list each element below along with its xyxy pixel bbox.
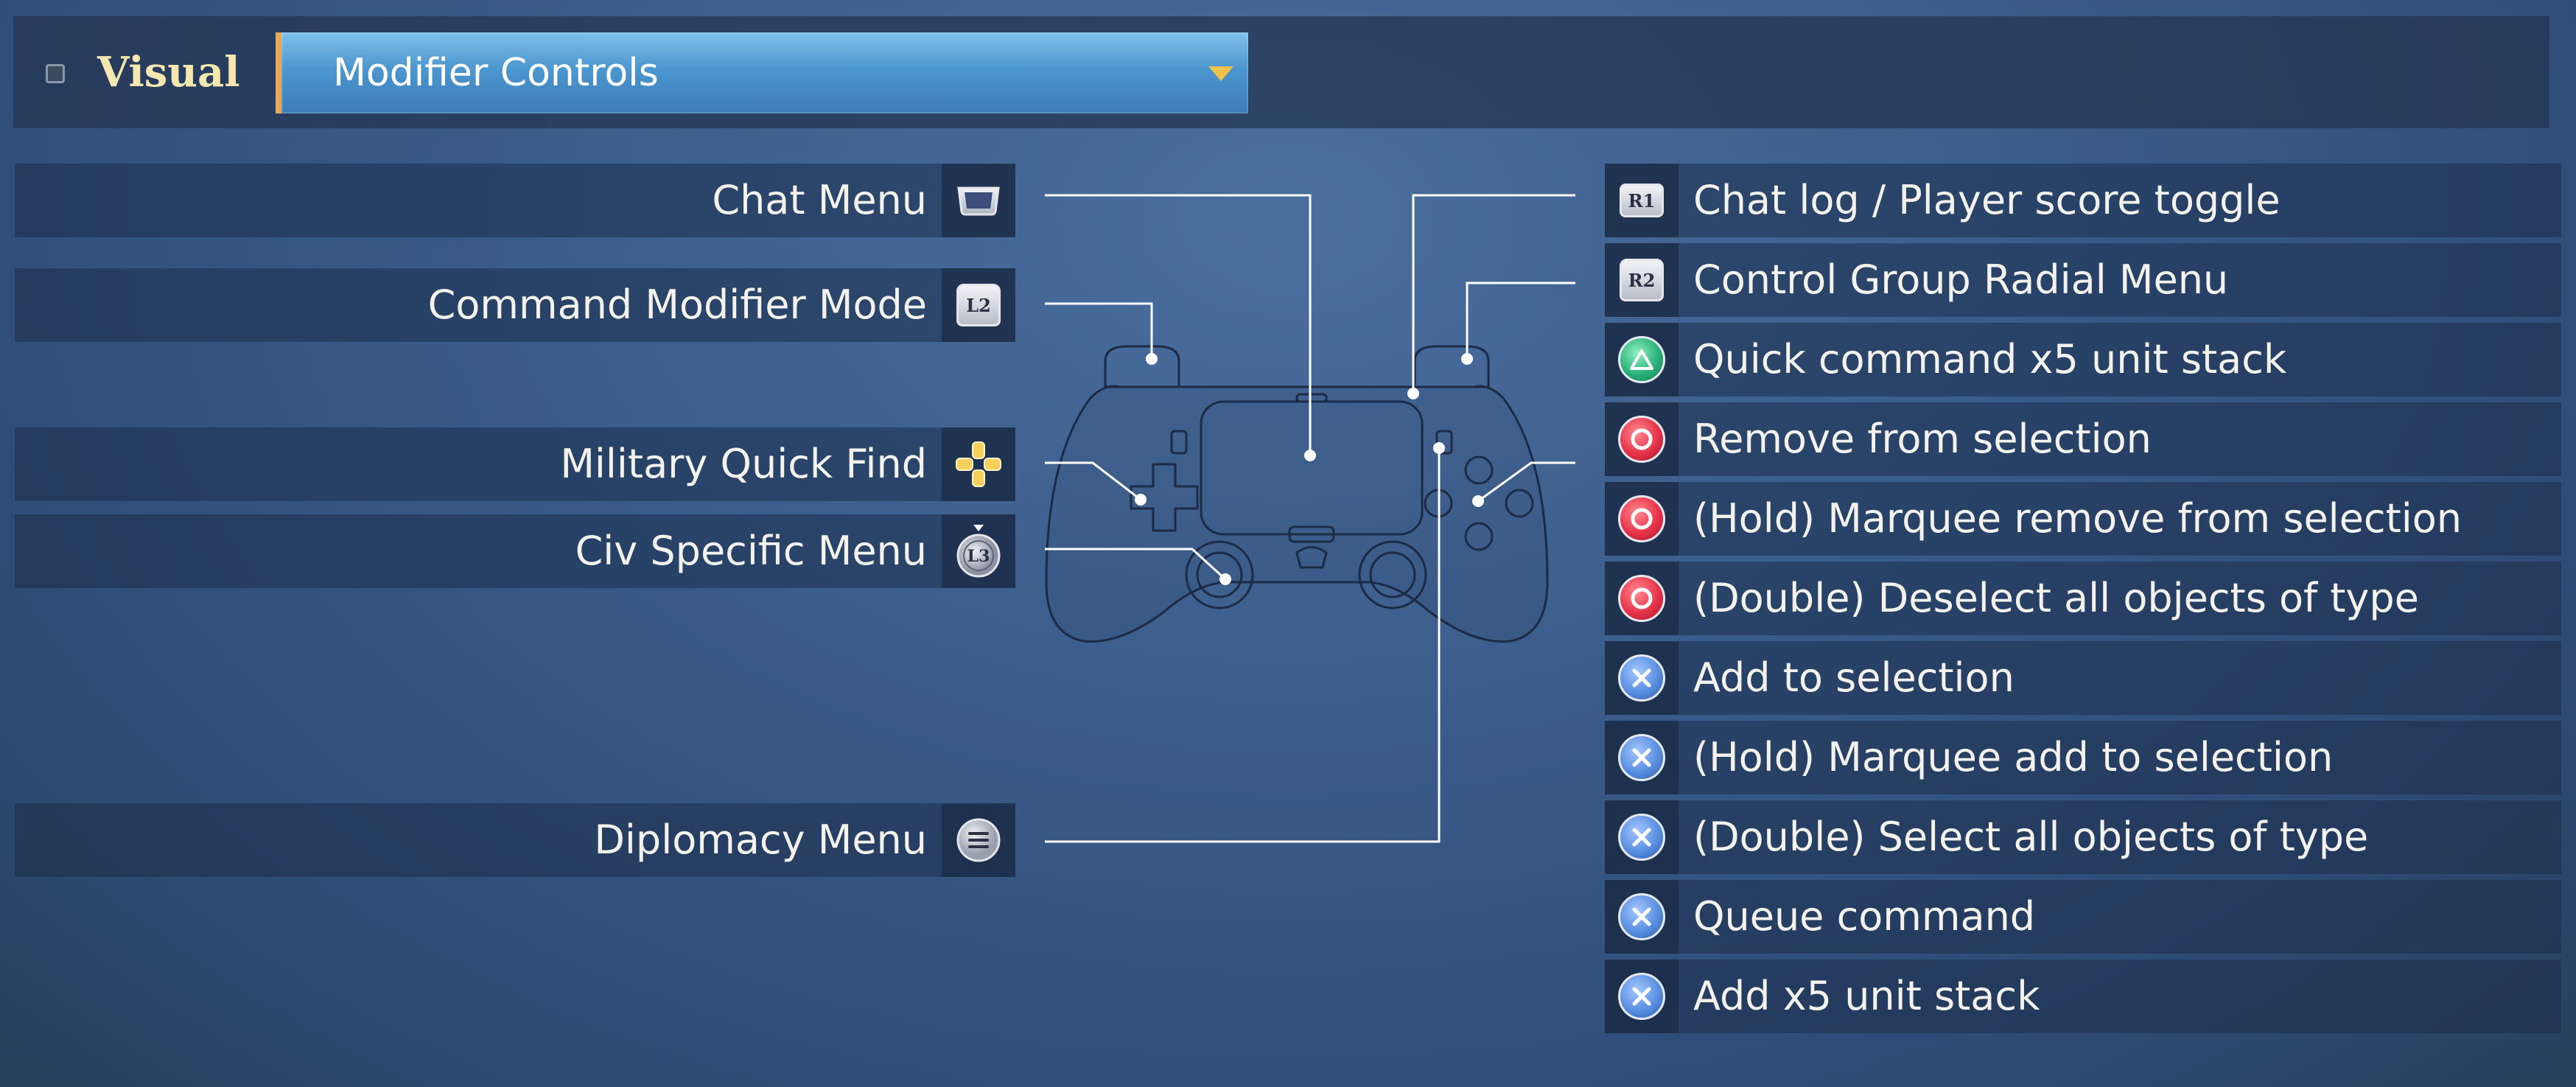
circle-icon [1618, 495, 1665, 542]
r1-glyph: R1 [1620, 184, 1664, 217]
binding-row-add-selection: Add to selection [1605, 641, 2561, 715]
binding-label: (Hold) Marquee add to selection [1693, 734, 2334, 780]
r1-icon: R1 [1605, 164, 1679, 237]
binding-label: Remove from selection [1693, 416, 2152, 462]
binding-label: Military Quick Find [560, 441, 927, 487]
gamepad-outline-icon [1045, 345, 1549, 643]
leader-lines [1045, 194, 1575, 843]
binding-row-quick-command: Quick command x5 unit stack [1605, 323, 2561, 396]
binding-row-queue-command: Queue command [1605, 880, 2561, 954]
circle-icon [1618, 416, 1665, 463]
binding-label: Quick command x5 unit stack [1693, 336, 2287, 382]
binding-row-add-x5-stack: Add x5 unit stack [1605, 960, 2561, 1033]
cross-icon [1618, 973, 1665, 1020]
control-scheme-dropdown[interactable]: Modifier Controls [276, 32, 1248, 113]
binding-label: (Double) Select all objects of type [1693, 814, 2369, 860]
r2-icon: R2 [1605, 243, 1679, 317]
chevron-down-icon[interactable] [1208, 66, 1233, 81]
binding-row-deselect-type: (Double) Deselect all objects of type [1605, 562, 2561, 635]
binding-label: Chat log / Player score toggle [1693, 177, 2281, 223]
binding-label: (Hold) Marquee remove from selection [1693, 495, 2463, 542]
binding-label: (Double) Deselect all objects of type [1693, 575, 2419, 621]
binding-label: Diplomacy Menu [594, 817, 927, 863]
touchpad-icon [942, 164, 1015, 237]
binding-label: Civ Specific Menu [575, 528, 927, 574]
binding-label: Chat Menu [712, 177, 927, 223]
cross-icon [1618, 814, 1665, 861]
binding-label: Add to selection [1693, 654, 2015, 701]
triangle-icon [1618, 336, 1665, 383]
cross-icon [1618, 734, 1665, 781]
dropdown-selected-value: Modifier Controls [333, 51, 659, 95]
options-icon [942, 803, 1015, 877]
binding-row-control-group-radial: R2 Control Group Radial Menu [1605, 243, 2561, 317]
l3-glyph: L3 [967, 547, 990, 566]
l2-icon: L2 [942, 268, 1015, 342]
binding-label: Control Group Radial Menu [1693, 256, 2229, 303]
binding-row-chat-log: R1 Chat log / Player score toggle [1605, 164, 2561, 237]
binding-row-remove-selection: Remove from selection [1605, 402, 2561, 476]
r2-glyph: R2 [1620, 259, 1664, 301]
binding-label: Queue command [1693, 893, 2036, 940]
binding-label: Command Modifier Mode [427, 282, 927, 328]
binding-row-chat-menu: Chat Menu [15, 164, 1015, 237]
dpad-icon [942, 427, 1015, 501]
section-bullet-icon [46, 64, 65, 83]
binding-row-select-type: (Double) Select all objects of type [1605, 800, 2561, 874]
binding-row-marquee-remove: (Hold) Marquee remove from selection [1605, 482, 2561, 556]
l3-icon: L3 [942, 514, 1015, 588]
binding-row-command-modifier: Command Modifier Mode L2 [15, 268, 1015, 342]
section-label: Visual [97, 48, 240, 97]
l2-glyph: L2 [956, 284, 1001, 326]
binding-label: Add x5 unit stack [1693, 973, 2040, 1019]
binding-row-marquee-add: (Hold) Marquee add to selection [1605, 721, 2561, 794]
binding-row-military-quick-find: Military Quick Find [15, 427, 1015, 501]
leader-dots [1135, 353, 1484, 585]
binding-row-civ-specific-menu: Civ Specific Menu L3 [15, 514, 1015, 588]
circle-icon [1618, 575, 1665, 622]
cross-icon [1618, 893, 1665, 940]
binding-row-diplomacy-menu: Diplomacy Menu [15, 803, 1015, 877]
cross-icon [1618, 654, 1665, 702]
